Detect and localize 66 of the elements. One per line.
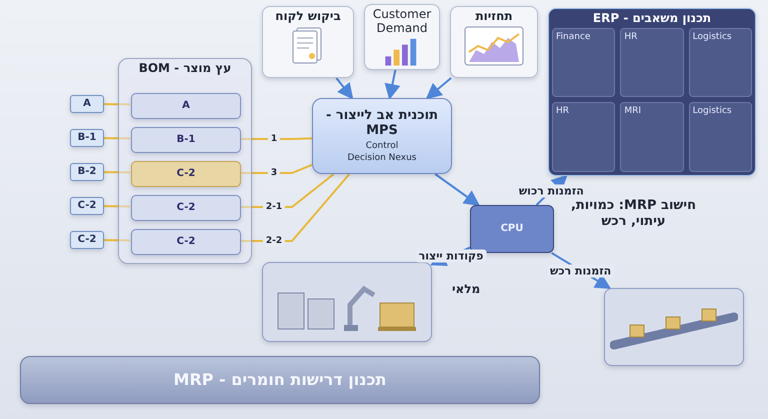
node-label: ביקוש לקוח [275,10,341,24]
node-label: C-2 [78,234,96,246]
node-label: B-1 [176,134,196,146]
node-label: תחזיות [475,10,513,24]
dashboard-title: תכנון משאבים - ERP [592,12,712,26]
item-tag [70,95,104,113]
connector-line [240,173,334,208]
connector-line [240,173,350,242]
dashboard-tile: HR [552,102,616,172]
panel-caption: Control [366,140,398,151]
connector-line [104,137,130,140]
dashboard-tile: Finance [552,28,616,98]
item-tag [70,231,104,249]
base-title: תכנון דרישות חומרים - MRP [174,370,386,390]
connector-line [104,205,130,208]
bom-stack [118,58,252,264]
connector-line [240,137,312,140]
connector-line [104,103,130,106]
panel-caption: Decision Nexus [347,152,416,164]
arrow [434,173,480,206]
dashboard-tile: HR [620,28,684,98]
node-label: CPU [500,223,524,235]
connector-line [240,164,312,174]
bom-layer [131,195,241,221]
input-card [364,4,440,70]
arrow [384,70,400,100]
mps-platform [312,98,452,174]
arrow [426,77,452,100]
note-label: מלאי [452,282,480,296]
stack-title: עץ מוצר - BOM [138,62,232,76]
picture [604,288,744,366]
node-label: C-2 [176,236,196,248]
input-card [262,6,354,78]
node-label: Customer Demand [372,8,432,36]
node-label: C-2 [78,200,96,212]
bom-layer [131,93,241,119]
node-label: C-2 [176,202,196,214]
arrow [336,77,354,100]
node-label: B-1 [78,132,96,144]
edge-label: 3 [268,168,280,178]
dashboard-tile: MRI [620,102,684,172]
node-label: B-2 [78,166,96,178]
node-caption: חישוב MRP: כמויות, עיתוי, רכש [570,198,698,230]
node-label: C-2 [176,168,196,180]
picture [262,262,432,342]
bom-layer [131,229,241,255]
mps-title: תוכנית אב לייצור - MPS [325,108,439,139]
input-card [450,6,538,78]
bom-layer [131,127,241,153]
edge-label: 1 [268,134,280,144]
dashboard-tile: Logistics [688,28,752,98]
edge-label: 2-1 [262,202,286,212]
item-tag [70,163,104,181]
edge-label: פקודות ייצור [416,249,486,262]
node-label: A [83,98,91,110]
item-tag [70,197,104,215]
node-label: A [182,100,190,112]
connector-line [104,239,130,242]
dashboard-tile: Logistics [688,102,752,172]
erp-dashboard [548,8,756,176]
connector-line [104,171,130,174]
platform-base [20,356,540,404]
bom-layer [131,161,241,187]
edge-label: 2-2 [262,236,286,246]
edge-label: הזמנות רכש [546,264,614,277]
item-tag [70,129,104,147]
